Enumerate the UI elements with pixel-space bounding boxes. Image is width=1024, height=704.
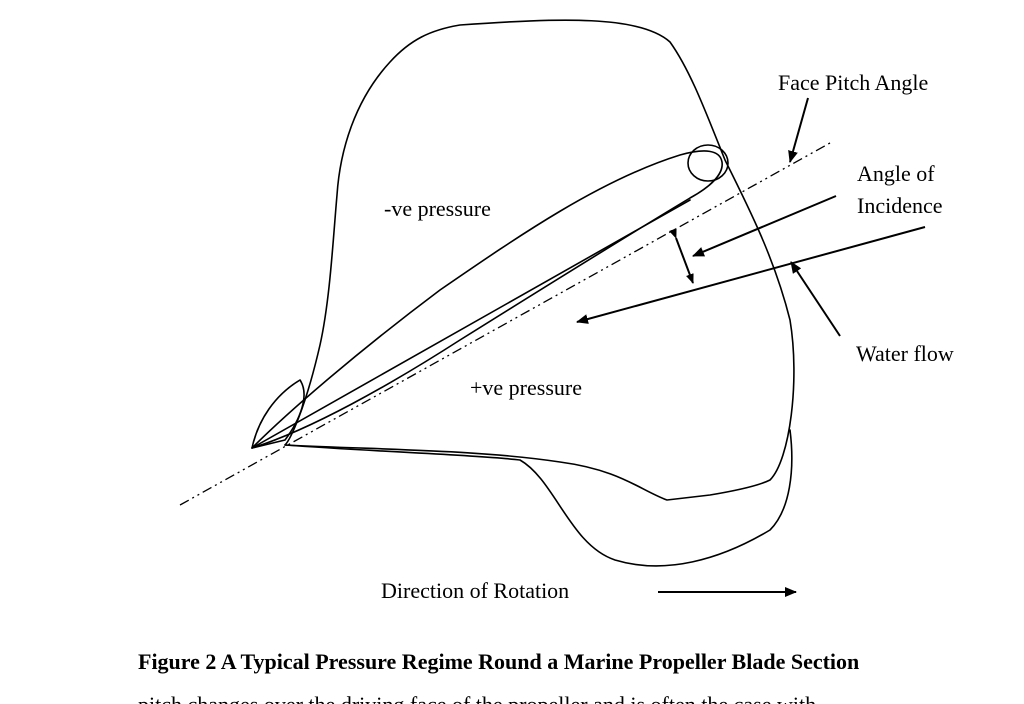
water-flow-pointer-arrow: [790, 261, 841, 337]
blade-section-outline: [251, 150, 723, 449]
water-flow-arrow: [576, 226, 926, 324]
angle-of-incidence-label-line2: Incidence: [857, 193, 943, 218]
incidence-angle-marker: [669, 228, 694, 284]
leading-edge-circle: [687, 144, 729, 182]
water-flow-label: Water flow: [856, 341, 954, 366]
face-pitch-angle-label: Face Pitch Angle: [778, 70, 928, 95]
blade-face-line: [251, 199, 691, 449]
direction-of-rotation-label: Direction of Rotation: [381, 578, 569, 603]
angle-of-incidence-arrow: [692, 195, 837, 257]
face-pitch-line: [179, 142, 831, 506]
continuation-text: pitch changes over the driving face of t…: [138, 692, 816, 704]
pressure-envelope-curve: [284, 19, 795, 501]
angle-of-incidence-label-line1: Angle of: [857, 161, 935, 186]
figure-caption: Figure 2 A Typical Pressure Regime Round…: [138, 649, 859, 674]
trailing-edge-blob: [251, 379, 305, 449]
pressure-envelope-bottom: [284, 429, 793, 567]
face-pitch-angle-arrow: [788, 97, 809, 163]
negative-pressure-label: -ve pressure: [384, 196, 491, 221]
positive-pressure-label: +ve pressure: [470, 375, 582, 400]
